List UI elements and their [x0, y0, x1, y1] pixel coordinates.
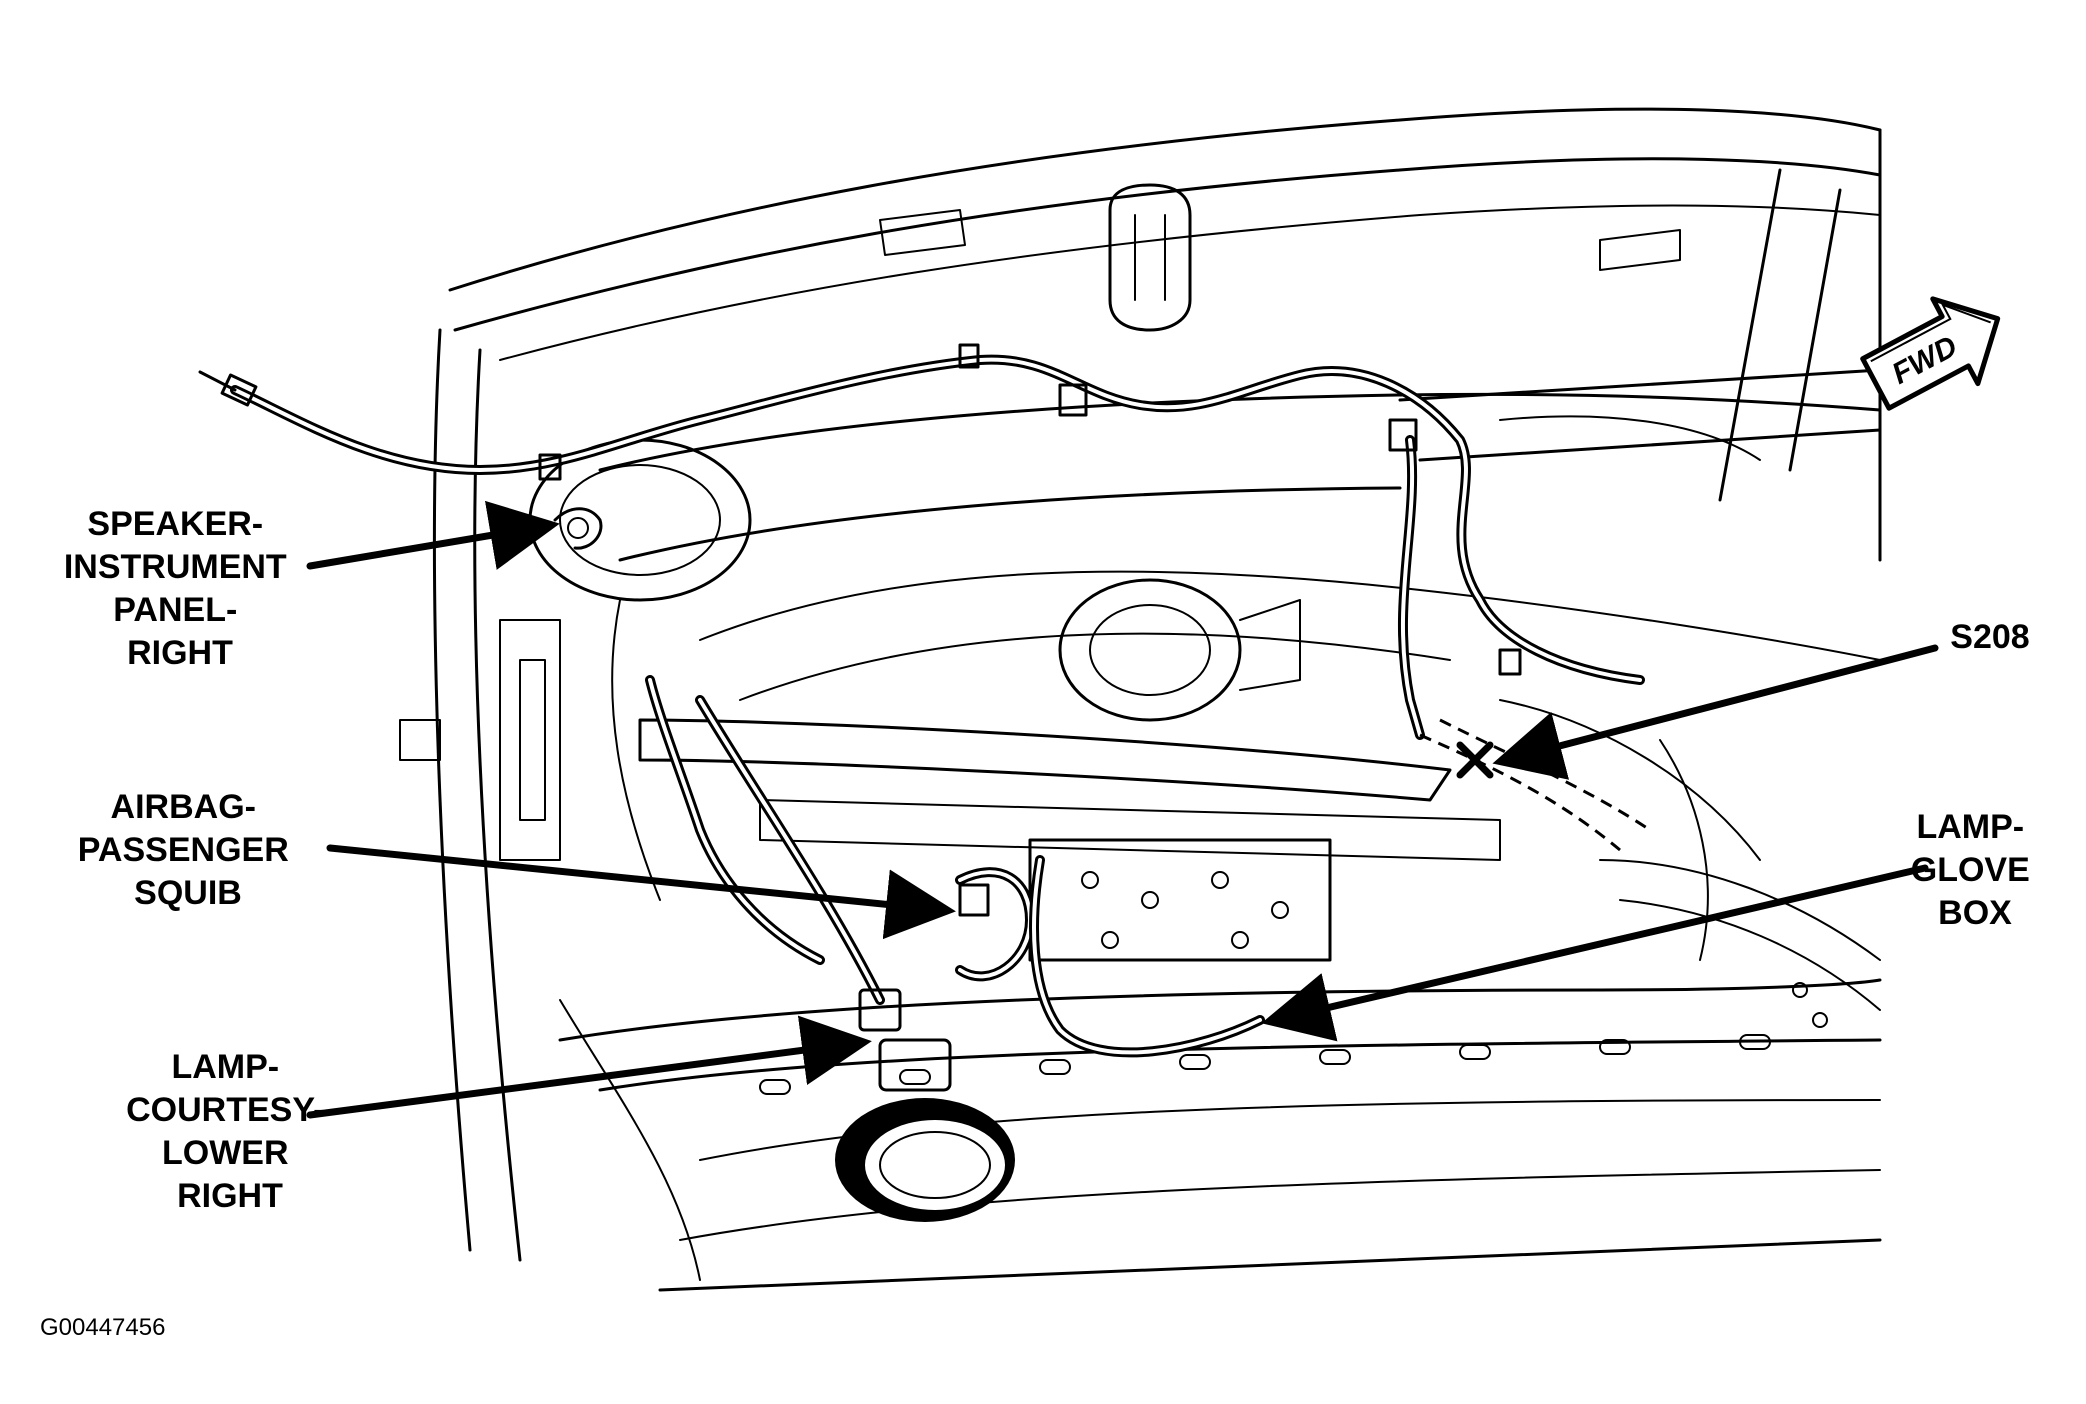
label-speaker: SPEAKER- INSTRUMENT PANEL- RIGHT: [64, 505, 296, 672]
airbag-leader: [326, 844, 956, 940]
wiring-harness: [198, 343, 1651, 1058]
lamp-courtesy-assembly: [835, 988, 1015, 1222]
label-airbag: AIRBAG- PASSENGER SQUIB: [78, 788, 298, 912]
forward-direction-arrow: FWD: [1860, 296, 2001, 411]
leader-lines: [306, 500, 1939, 1119]
label-lamp-courtesy: LAMP- COURTESY- LOWER RIGHT: [126, 1048, 334, 1215]
lamp-courtesy-leader: [306, 1015, 872, 1119]
label-splice-s208: S208: [1950, 618, 2029, 656]
speaker-leader: [306, 500, 560, 570]
speaker-connector: [553, 507, 603, 550]
label-lamp-glove-box: LAMP- GLOVE BOX: [1911, 808, 2039, 932]
figure-code: G00447456: [40, 1314, 165, 1341]
lamp-glove-leader: [1261, 864, 1929, 1042]
dashboard-line-art: [399, 107, 1882, 1292]
splice-leader: [1492, 644, 1939, 780]
